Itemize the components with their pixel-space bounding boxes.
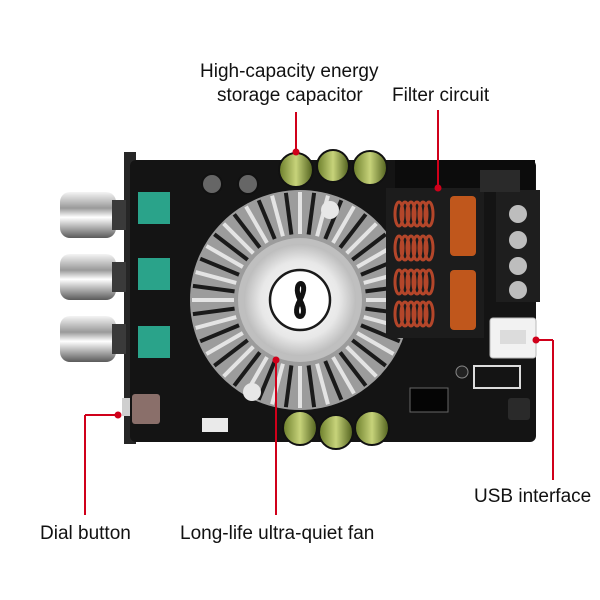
heatsink-fin: [306, 365, 317, 408]
heatsink-fin: [338, 213, 368, 249]
callout-dot: [114, 411, 122, 419]
knob-volume[interactable]: [60, 316, 126, 362]
heatsink-fin: [195, 270, 237, 285]
inductor-coil: [393, 234, 435, 262]
film-capacitor: [450, 196, 476, 256]
heatsink-fin: [256, 360, 277, 401]
heatsink-fin: [351, 232, 387, 262]
screw: [321, 201, 339, 219]
inductor-coil: [393, 300, 435, 328]
heatsink-fin: [331, 356, 356, 395]
heatsink-fin: [283, 192, 294, 235]
callout-dot: [434, 184, 442, 192]
potentiometers: [138, 192, 170, 358]
callout-dot: [272, 356, 280, 364]
heatsink-fin: [195, 315, 237, 330]
label-capacitor-line2: storage capacitor: [217, 85, 363, 106]
heatsink-fin: [192, 283, 235, 294]
heatsink-fin: [360, 323, 401, 344]
heatsink-fin: [199, 256, 240, 277]
label-filter-circuit: Filter circuit: [392, 85, 490, 106]
top-capacitors: [201, 149, 388, 195]
heatsink-fin: [356, 331, 395, 356]
heatsink-fin: [345, 345, 378, 378]
heatsink-fin: [323, 360, 344, 401]
heatsink-fin: [283, 365, 294, 408]
heatsink-fin: [256, 199, 277, 240]
inductor-coil: [393, 200, 435, 228]
callout-dot: [292, 148, 300, 156]
bluetooth-antenna: [473, 365, 521, 389]
heatsink-fin: [270, 363, 285, 405]
bottom-capacitors: [202, 410, 390, 450]
heatsink-fin: [331, 205, 356, 244]
audio-jack: [508, 398, 530, 420]
heatsink-fin: [338, 351, 368, 387]
heatsink-fin: [345, 222, 378, 255]
heatsink-fin: [323, 199, 344, 240]
heatsink-fin: [270, 195, 285, 237]
heatsink-fin: [222, 345, 255, 378]
heatsink-fin: [306, 192, 317, 235]
inductor-coil: [393, 268, 435, 296]
label-usb-interface: USB interface: [474, 486, 592, 507]
callout-dot: [532, 336, 540, 344]
heatsink-fin: [199, 323, 240, 344]
screw-terminals: [480, 170, 540, 302]
usb-connector[interactable]: [489, 317, 537, 359]
heatsink-fin: [192, 306, 235, 317]
label-capacitor-line1: High-capacity energy: [200, 61, 379, 82]
knob-bass[interactable]: [60, 254, 126, 300]
film-capacitor: [450, 270, 476, 330]
heatsink-fin: [205, 331, 244, 356]
heatsink-fin: [232, 351, 262, 387]
knob-group: [60, 192, 126, 362]
heatsink-fin: [205, 244, 244, 269]
heatsink-fin: [244, 205, 269, 244]
heatsink: [190, 190, 410, 410]
dc-jack: [480, 170, 520, 192]
board-details: [409, 365, 530, 420]
heatsink-fin: [232, 213, 262, 249]
heatsink-fin: [213, 232, 249, 262]
heatsink-fin: [222, 222, 255, 255]
inductor-coils: [393, 200, 435, 328]
label-fan: Long-life ultra-quiet fan: [180, 523, 375, 544]
screw: [243, 383, 261, 401]
heatsink-fin: [351, 338, 387, 368]
knob-treble[interactable]: [60, 192, 126, 238]
label-dial-button: Dial button: [40, 523, 131, 544]
callout-lines: [84, 110, 554, 515]
infinity-icon: [294, 281, 307, 319]
dial-button[interactable]: [122, 394, 160, 424]
filter-circuit: [386, 188, 484, 338]
heatsink-fin: [213, 338, 249, 368]
heatsink-fin: [315, 363, 330, 405]
